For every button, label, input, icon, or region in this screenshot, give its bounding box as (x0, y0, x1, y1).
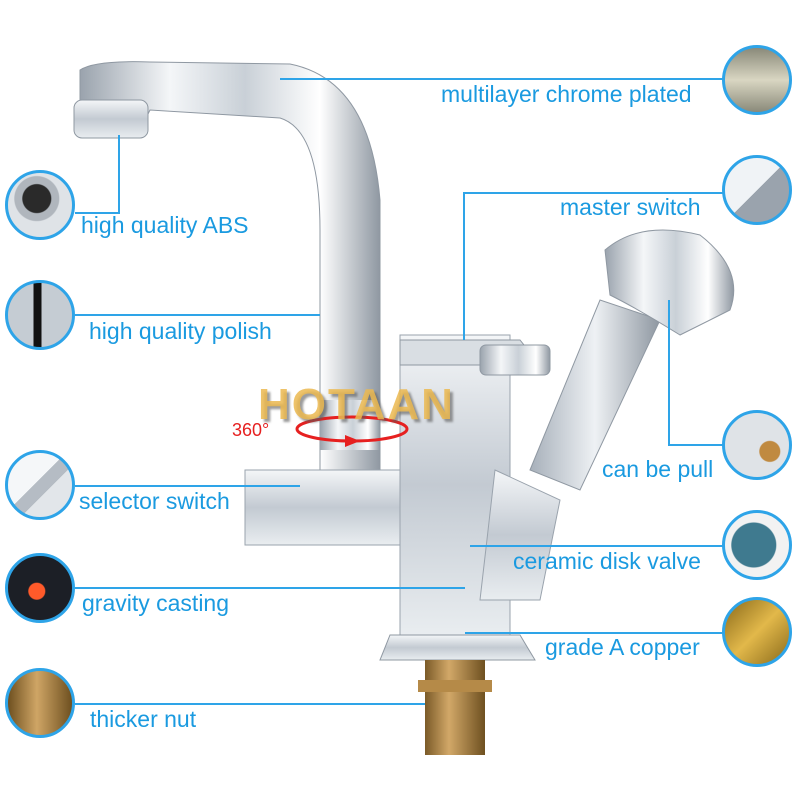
label-high-quality-polish: high quality polish (89, 318, 272, 344)
casting-thumbnail-icon (5, 553, 75, 623)
connector-line (280, 78, 726, 80)
connector-line (470, 545, 725, 547)
connector-line (75, 485, 300, 487)
selector-switch-thumbnail-icon (5, 450, 75, 520)
label-grade-a-copper: grade A copper (545, 634, 700, 660)
connector-line (75, 314, 320, 316)
chrome-plating-thumbnail-icon (722, 45, 792, 115)
polish-thumbnail-icon (5, 280, 75, 350)
connector-line (75, 587, 465, 589)
connector-line (118, 135, 120, 213)
brand-watermark: HOTAAN (258, 380, 455, 429)
label-selector-switch: selector switch (79, 488, 230, 514)
label-thicker-nut: thicker nut (90, 706, 197, 732)
label-gravity-casting: gravity casting (82, 590, 230, 616)
label-can-be-pull: can be pull (602, 456, 714, 482)
connector-line (463, 192, 465, 340)
connector-line (75, 703, 425, 705)
connector-line (465, 632, 725, 634)
connector-line (668, 444, 726, 446)
copper-thumbnail-icon (722, 597, 792, 667)
nut-thumbnail-icon (5, 668, 75, 738)
pull-connector-thumbnail-icon (722, 410, 792, 480)
label-high-quality-abs: high quality ABS (81, 212, 249, 238)
rotation-label: 360° (232, 420, 270, 440)
rotation-arrow-icon (295, 415, 409, 447)
label-multilayer-chrome-plated: multilayer chrome plated (441, 81, 692, 107)
connector-line (668, 300, 670, 445)
label-ceramic-disk-valve: ceramic disk valve (513, 548, 701, 574)
aerator-thumbnail-icon (5, 170, 75, 240)
connector-line (75, 212, 120, 214)
connector-line (463, 192, 725, 194)
label-master-switch: master switch (560, 194, 701, 220)
master-switch-thumbnail-icon (722, 155, 792, 225)
ceramic-valve-thumbnail-icon (722, 510, 792, 580)
